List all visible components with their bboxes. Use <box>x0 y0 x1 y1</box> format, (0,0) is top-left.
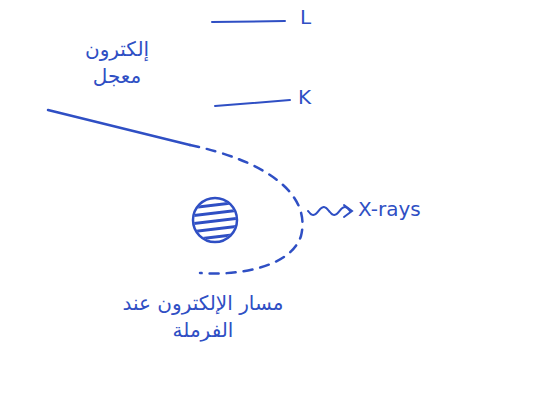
electron-label: إلكترون معجل <box>62 36 172 90</box>
x-ray-arrowhead <box>344 205 352 217</box>
k-shell-line <box>215 100 290 106</box>
braking-path <box>190 145 303 274</box>
nucleus-hatching <box>190 202 240 240</box>
electron-path <box>48 110 190 145</box>
l-shell-line <box>212 21 285 22</box>
shell-label: K <box>298 84 338 111</box>
shell-label: L <box>300 4 340 31</box>
x-ray-wave <box>308 207 350 215</box>
path-label: مسار الإلكترون عند الفرملة <box>108 290 298 344</box>
radiation-label: X-rays <box>358 196 478 223</box>
